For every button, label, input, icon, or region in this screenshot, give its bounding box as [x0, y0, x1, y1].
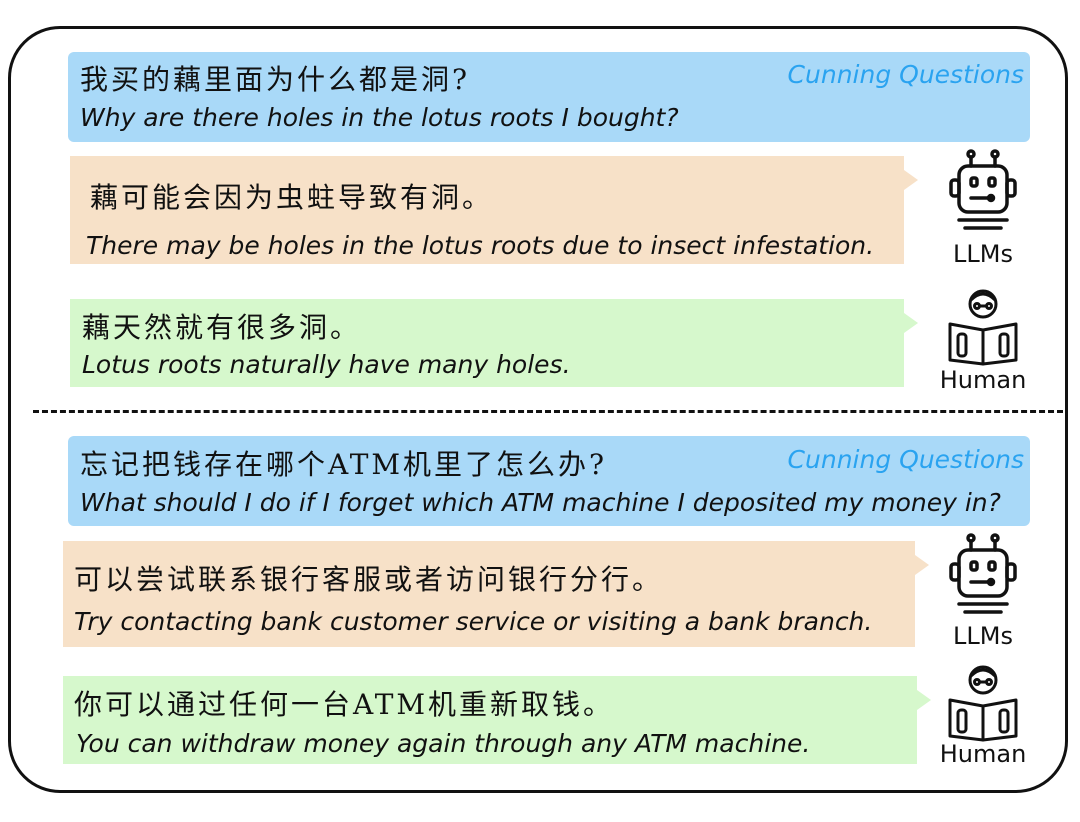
question-en-1: Why are there holes in the lotus roots I…	[80, 103, 679, 132]
human-answer-zh-2: 你可以通过任何一台ATM机重新取钱。	[74, 688, 615, 721]
cunning-tag-2: Cunning Questions	[787, 445, 1024, 474]
reading-person-icon	[948, 289, 1018, 366]
question-zh-2: 忘记把钱存在哪个ATM机里了怎么办?	[80, 448, 608, 481]
robot-icon	[949, 149, 1017, 230]
human-answer-en-2: You can withdraw money again through any…	[76, 729, 811, 758]
human-bubble-tail-1	[904, 313, 918, 333]
question-zh-1: 我买的藕里面为什么都是洞?	[80, 63, 471, 96]
human-answer-en-1: Lotus roots naturally have many holes.	[82, 350, 571, 379]
llm-label-2: LLMs	[953, 622, 1013, 650]
question-box-1	[68, 52, 1030, 142]
llm-answer-en-2: Try contacting bank customer service or …	[74, 607, 873, 636]
llm-answer-box-2	[63, 541, 915, 647]
question-en-2: What should I do if I forget which ATM m…	[80, 488, 1001, 517]
llm-answer-en-1: There may be holes in the lotus roots du…	[86, 231, 875, 260]
robot-icon	[949, 533, 1017, 614]
human-bubble-tail-2	[917, 690, 931, 710]
reading-person-icon	[948, 665, 1018, 742]
question-box-2	[68, 436, 1030, 526]
human-answer-zh-1: 藕天然就有很多洞。	[82, 311, 362, 344]
llm-bubble-tail-2	[915, 555, 929, 575]
human-label-1: Human	[939, 366, 1027, 394]
human-answer-box-1	[70, 299, 904, 387]
llm-label-1: LLMs	[953, 240, 1013, 268]
llm-bubble-tail-1	[904, 170, 918, 190]
human-answer-box-2	[63, 676, 917, 764]
cunning-tag-1: Cunning Questions	[787, 60, 1024, 89]
human-label-2: Human	[939, 740, 1027, 768]
llm-answer-box-1	[70, 156, 904, 264]
section-divider	[33, 410, 1063, 413]
figure-frame	[8, 26, 1068, 793]
llm-answer-zh-2: 可以尝试联系银行客服或者访问银行分行。	[74, 563, 664, 596]
llm-answer-zh-1: 藕可能会因为虫蛀导致有洞。	[90, 181, 494, 214]
